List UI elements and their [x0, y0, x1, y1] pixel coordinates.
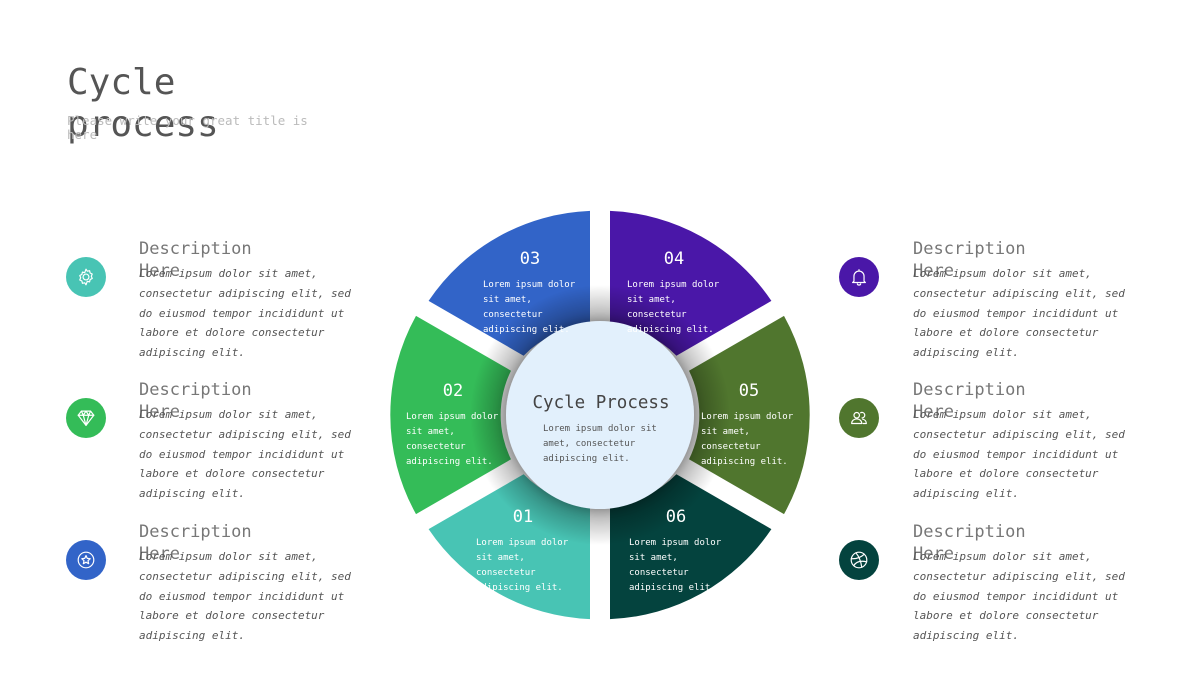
description-body: Lorem ipsum dolor sit amet, consectetur … — [139, 267, 351, 360]
description-body: Lorem ipsum dolor sit amet, consectetur … — [139, 550, 351, 643]
segment-03-text: sit amet, — [483, 295, 532, 305]
segment-05-text: adipiscing elit. — [701, 457, 788, 467]
segment-01-text: sit amet, — [476, 553, 525, 563]
center-text-line: adipiscing elit. — [543, 454, 630, 464]
users-icon — [839, 398, 879, 438]
right-description-1: Description Here Lorem ipsum dolor sit a… — [913, 238, 1138, 363]
cycle-wheel: Cycle Process Lorem ipsum dolor sit amet… — [390, 205, 810, 625]
segment-06-text: sit amet, — [629, 553, 678, 563]
segment-06-text: consectetur — [629, 568, 689, 578]
segment-01-number: 01 — [513, 507, 533, 527]
description-heading: Description Here — [139, 380, 252, 422]
segment-03-text: adipiscing elit. — [483, 325, 570, 335]
segment-06-text: adipiscing elit. — [629, 583, 716, 593]
segment-03-number: 03 — [520, 249, 540, 269]
page-subtitle: Please write your great title is here — [67, 113, 308, 142]
left-description-3: Description Here Lorem ipsum dolor sit a… — [139, 521, 364, 646]
description-body: Lorem ipsum dolor sit amet, consectetur … — [139, 408, 351, 501]
description-body: Lorem ipsum dolor sit amet, consectetur … — [913, 267, 1125, 360]
diamond-icon — [66, 398, 106, 438]
segment-01-text: consectetur — [476, 568, 536, 578]
center-text-line: amet, consectetur — [543, 439, 636, 449]
description-body: Lorem ipsum dolor sit amet, consectetur … — [913, 408, 1125, 501]
page-title: Cycle process — [67, 62, 219, 145]
description-heading: Description Here — [913, 522, 1026, 564]
segment-06-number: 06 — [666, 507, 686, 527]
segment-05-number: 05 — [739, 381, 759, 401]
segment-02-number: 02 — [443, 381, 463, 401]
segment-04-number: 04 — [664, 249, 684, 269]
left-description-2: Description Here Lorem ipsum dolor sit a… — [139, 379, 364, 504]
segment-01-text: adipiscing elit. — [476, 583, 563, 593]
description-heading: Description Here — [913, 239, 1026, 281]
segment-02-text: consectetur — [406, 442, 466, 452]
center-text-line: Lorem ipsum dolor sit — [543, 424, 657, 434]
description-heading: Description Here — [139, 239, 252, 281]
description-heading: Description Here — [913, 380, 1026, 422]
segment-04-text: Lorem ipsum dolor — [627, 280, 720, 290]
right-description-2: Description Here Lorem ipsum dolor sit a… — [913, 379, 1138, 504]
gear-icon — [66, 257, 106, 297]
description-heading: Description Here — [139, 522, 252, 564]
bell-icon — [839, 257, 879, 297]
segment-02-text: Lorem ipsum dolor — [406, 412, 499, 422]
right-description-3: Description Here Lorem ipsum dolor sit a… — [913, 521, 1138, 646]
wheel-center-disc — [506, 321, 694, 509]
segment-05-text: Lorem ipsum dolor — [701, 412, 794, 422]
center-title: Cycle Process — [533, 393, 670, 413]
description-body: Lorem ipsum dolor sit amet, consectetur … — [913, 550, 1125, 643]
segment-03-text: consectetur — [483, 310, 543, 320]
dribbble-icon — [839, 540, 879, 580]
segment-02-text: adipiscing elit. — [406, 457, 493, 467]
segment-05-text: sit amet, — [701, 427, 750, 437]
segment-02-text: sit amet, — [406, 427, 455, 437]
segment-04-text: consectetur — [627, 310, 687, 320]
star-badge-icon — [66, 540, 106, 580]
segment-04-text: adipiscing elit. — [627, 325, 714, 335]
left-description-1: Description Here Lorem ipsum dolor sit a… — [139, 238, 364, 363]
segment-01-text: Lorem ipsum dolor — [476, 538, 569, 548]
segment-04-text: sit amet, — [627, 295, 676, 305]
segment-05-text: consectetur — [701, 442, 761, 452]
segment-03-text: Lorem ipsum dolor — [483, 280, 576, 290]
segment-06-text: Lorem ipsum dolor — [629, 538, 722, 548]
